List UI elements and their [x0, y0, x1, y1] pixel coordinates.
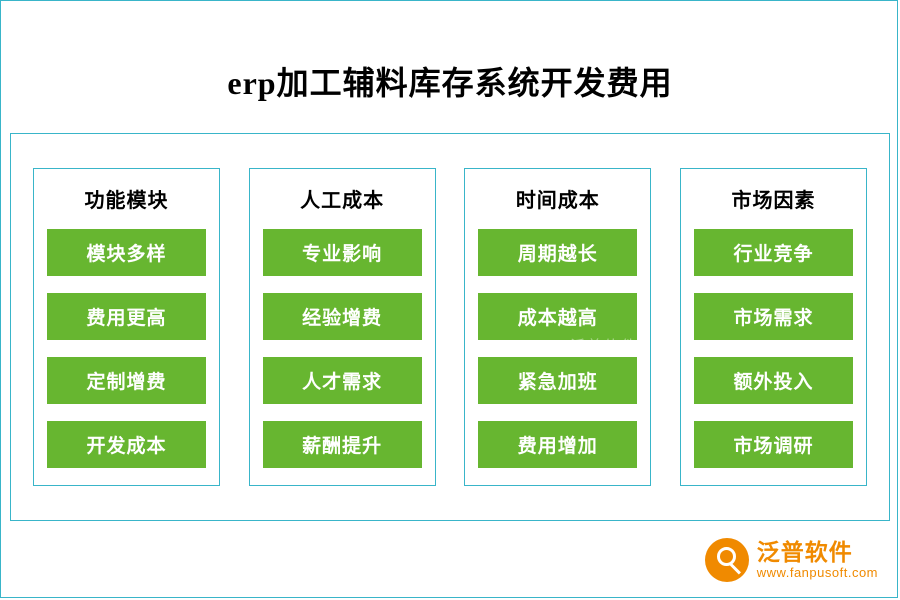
column-item: 专业影响 — [262, 229, 422, 276]
diagram-outer-frame — [10, 133, 890, 521]
column-header: 功能模块 — [84, 190, 169, 212]
column-item: 人才需求 — [262, 357, 422, 404]
column-item: 开发成本 — [47, 421, 206, 468]
column-item: 费用增加 — [478, 421, 638, 468]
column-item: 行业竞争 — [693, 229, 853, 276]
page-title: erp加工辅料库存系统开发费用 — [227, 65, 673, 101]
column-item: 费用更高 — [47, 293, 206, 340]
brand-name: 泛普软件 — [756, 540, 853, 566]
diagram-column-1: 功能模块 模块多样 费用更高 定制增费 开发成本 — [33, 168, 220, 486]
diagram-column-4: 市场因素 行业竞争 市场需求 额外投入 市场调研 — [679, 168, 867, 486]
column-header: 人工成本 — [300, 190, 385, 212]
column-item: 市场调研 — [693, 421, 853, 468]
brand-url: www.fanpusoft.com — [756, 564, 878, 580]
column-header: 市场因素 — [731, 190, 816, 212]
column-item: 经验增费 — [262, 293, 422, 340]
magnifier-icon — [704, 538, 749, 582]
column-item: 周期越长 — [478, 229, 638, 276]
column-item: 紧急加班 — [478, 357, 638, 404]
column-item: 模块多样 — [47, 229, 206, 276]
brand-logo: 泛普软件 www.fanpusoft.com — [704, 538, 878, 582]
diagram-column-2: 人工成本 专业影响 经验增费 人才需求 薪酬提升 — [248, 168, 436, 486]
column-item: 市场需求 — [693, 293, 853, 340]
diagram-columns: 功能模块 模块多样 费用更高 定制增费 开发成本 人工成本 专业影响 经验增费 … — [10, 133, 890, 521]
column-header: 时间成本 — [515, 190, 600, 212]
diagram-column-3: 时间成本 周期越长 成本越高 紧急加班 费用增加 — [464, 168, 652, 486]
brand-logo-text: 泛普软件 www.fanpusoft.com — [757, 540, 878, 580]
column-item: 成本越高 — [478, 293, 638, 340]
column-item: 额外投入 — [693, 357, 853, 404]
column-item: 薪酬提升 — [262, 421, 422, 468]
column-item: 定制增费 — [47, 357, 206, 404]
